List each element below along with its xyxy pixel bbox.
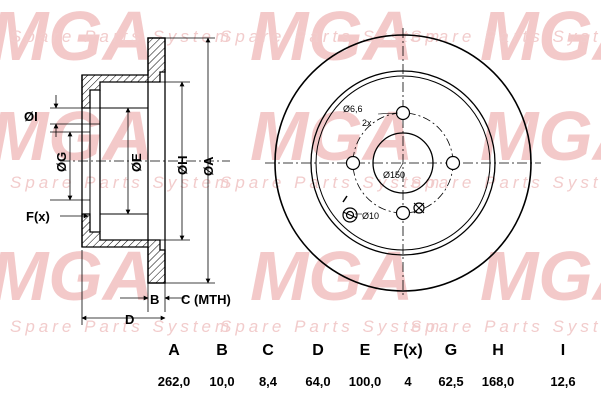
dim-a-label: ØA — [201, 156, 216, 176]
table-header: C — [262, 342, 274, 359]
watermark-tagline-2: Spare Parts System — [220, 27, 443, 46]
dim-i-label: ØI — [24, 109, 38, 124]
watermark-tagline-1: Spare Parts System — [10, 27, 233, 46]
watermark-tagline-8: Spare Parts System — [220, 317, 443, 336]
dim-c-label: C (MTH) — [181, 292, 231, 307]
table-value: 10,0 — [209, 374, 234, 389]
watermark-brand-6: MGA — [480, 97, 601, 175]
table-value: 12,6 — [550, 374, 575, 389]
leader-pcd — [394, 162, 404, 178]
table-header: H — [492, 342, 504, 359]
dim-f-label: F(x) — [26, 209, 50, 224]
dim-g-label: ØG — [54, 152, 69, 172]
lug-hole-top — [395, 105, 411, 121]
hole-dia-label: Ø6,6 — [343, 104, 363, 114]
watermark-brand-8: MGA — [250, 237, 413, 315]
tick-mark — [342, 195, 348, 203]
center-hole-label: Ø10 — [362, 211, 379, 221]
table-value: 8,4 — [259, 374, 278, 389]
locating-hole-inner — [345, 210, 355, 220]
watermark-tagline-6: Spare Parts System — [410, 173, 601, 192]
lug-hole-bottom — [395, 205, 411, 221]
pcd-label: Ø150 — [383, 170, 405, 180]
locating-hole-outer — [342, 207, 358, 223]
table-value: 62,5 — [438, 374, 463, 389]
watermark-tagline-9: Spare Parts System — [410, 317, 601, 336]
table-value: 64,0 — [305, 374, 330, 389]
dim-h-label: ØH — [175, 156, 190, 176]
watermark-tagline-7: Spare Parts System — [10, 317, 233, 336]
leader-hole-dia — [377, 112, 399, 115]
watermark-brand-9: MGA — [480, 237, 601, 315]
table-header: D — [312, 342, 324, 359]
spec-table: A 262,0 B 10,0 C 8,4 D 64,0 E 100,0 F(x) 4 G 62,5 H 168… — [158, 342, 576, 389]
watermark-brand-2: MGA — [250, 0, 413, 75]
watermark-brand-7: MGA — [0, 237, 153, 315]
watermark-brand-1: MGA — [0, 0, 153, 75]
dim-b-label: B — [150, 292, 159, 307]
threaded-hole-right-cross-2 — [413, 202, 425, 214]
lug-hole-left — [345, 155, 361, 171]
threaded-hole-right — [413, 202, 425, 214]
dim-d-label: D — [125, 312, 134, 327]
watermark-tagline-4: Spare Parts System — [10, 173, 233, 192]
cross-section-view: ØI ØG ØE ØH ØA F(x) B C (MTH) D — [24, 37, 231, 327]
lug-hole-right — [445, 155, 461, 171]
dim-e-label: ØE — [129, 153, 144, 172]
table-header: B — [216, 342, 228, 359]
table-header: E — [360, 342, 371, 359]
watermark-tagline-3: Spare Parts System — [410, 27, 601, 46]
hole-count-label: 2x — [362, 118, 372, 128]
table-value: 168,0 — [482, 374, 515, 389]
table-value: 4 — [404, 374, 412, 389]
table-value: 262,0 — [158, 374, 191, 389]
locating-hole-mark — [342, 211, 358, 219]
front-view: Ø6,6 2x Ø150 Ø10 — [265, 28, 541, 298]
table-value: 100,0 — [349, 374, 382, 389]
table-header: F(x) — [393, 342, 422, 359]
table-header: G — [445, 342, 457, 359]
table-header: I — [561, 342, 565, 359]
watermark-brand-3: MGA — [480, 0, 601, 75]
table-header: A — [168, 342, 180, 359]
